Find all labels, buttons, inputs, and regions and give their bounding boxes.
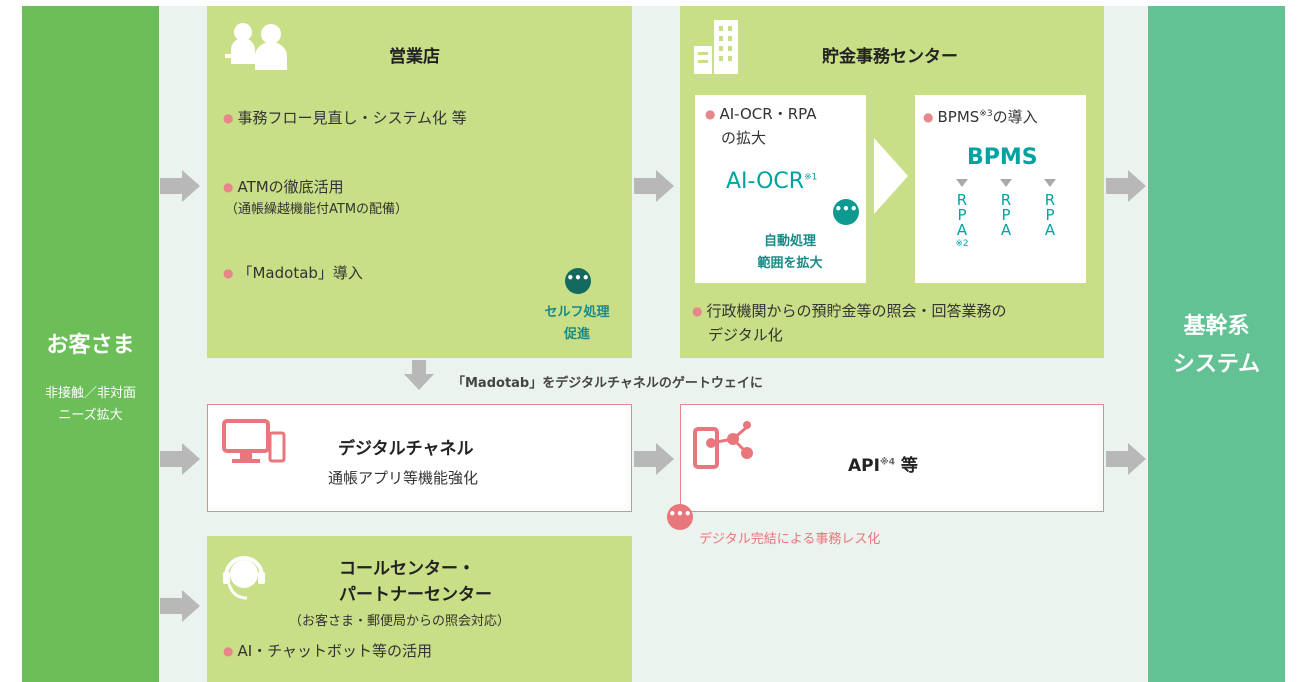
chat-bubble-icon: ••• <box>565 268 591 294</box>
branch-item-3: ●「Madotab」導入 <box>223 264 363 282</box>
chat-bubble-icon: ••• <box>667 504 693 530</box>
savings-center-panel: 貯金事務センター ●AI-OCR・RPA の拡大 AI-OCR※1 ••• 自動… <box>680 6 1104 358</box>
bullet-dot-icon: ● <box>692 304 703 318</box>
api-network-icon <box>693 421 753 469</box>
rpa-column-3: R P A <box>1040 179 1060 238</box>
digital-channel-panel: デジタルチャネル 通帳アプリ等機能強化 <box>207 404 632 512</box>
bullet-dot-icon: ● <box>223 111 234 125</box>
bullet-dot-icon: ● <box>923 110 934 124</box>
core-title-line1: 基幹系 <box>1183 314 1250 339</box>
headset-operator-icon <box>223 556 265 600</box>
arrow-right-icon <box>160 590 200 622</box>
bullet-dot-icon: ● <box>705 107 716 121</box>
customer-column: お客さま 非接触／非対面 ニーズ拡大 <box>22 6 159 682</box>
arrow-right-icon <box>1106 170 1146 202</box>
savings-center-title: 貯金事務センター <box>822 47 958 67</box>
bullet-dot-icon: ● <box>223 180 234 194</box>
ai-ocr-box: ●AI-OCR・RPA の拡大 AI-OCR※1 ••• 自動処理 範囲を拡大 <box>695 95 866 283</box>
savings-bottom-line1: ●行政機関からの預貯金等の照会・回答業務の <box>692 302 1007 320</box>
arrow-right-icon <box>634 443 674 475</box>
arrow-right-icon <box>634 170 674 202</box>
office-building-icon <box>694 20 738 74</box>
chevron-right-icon <box>874 138 908 214</box>
branch-item-2: ●ATMの徹底活用 <box>223 178 344 196</box>
chat-bubble-icon: ••• <box>833 199 859 225</box>
branch-item-1: ●事務フロー見直し・システム化 等 <box>223 109 467 127</box>
arrow-right-icon <box>160 443 200 475</box>
arrow-right-icon <box>160 170 200 202</box>
arrow-down-icon <box>404 360 434 390</box>
arrow-right-icon <box>1106 443 1146 475</box>
branch-atm-note: （通帳繰越機能付ATMの配備） <box>225 202 409 217</box>
gateway-label: 「Madotab」をデジタルチャネルのゲートウェイに <box>452 376 763 391</box>
self-service-label: セルフ処理 促進 <box>544 305 610 342</box>
call-center-title-line1: コールセンター・ <box>339 559 475 579</box>
bullet-dot-icon: ● <box>223 644 234 658</box>
customer-subtitle-line1: 非接触／非対面 <box>44 386 136 401</box>
monitor-phone-icon <box>222 419 286 463</box>
bpms-box: ●BPMS※3の導入 BPMS R P A ※2 R P A R P A <box>915 95 1086 283</box>
arrow-down-icon <box>956 179 968 187</box>
call-center-panel: コールセンター・ パートナーセンター （お客さま・郵便局からの照会対応） ●AI… <box>207 536 632 682</box>
savings-bottom-line2: デジタル化 <box>708 326 783 344</box>
call-center-item: ●AI・チャットボット等の活用 <box>223 642 433 660</box>
people-at-desk-icon <box>225 23 287 70</box>
customer-title: お客さま <box>46 333 135 358</box>
arrow-down-icon <box>1044 179 1056 187</box>
api-caption: デジタル完結による事務レス化 <box>699 532 881 547</box>
branch-panel: 営業店 ●事務フロー見直し・システム化 等 ●ATMの徹底活用 （通帳繰越機能付… <box>207 6 632 358</box>
core-system-column: 基幹系 システム <box>1148 6 1285 682</box>
call-center-subtitle: （お客さま・郵便局からの照会対応） <box>289 614 511 629</box>
rpa-column-1: R P A ※2 <box>952 179 972 250</box>
customer-subtitle-line2: ニーズ拡大 <box>58 408 123 423</box>
digital-channel-subtitle: 通帳アプリ等機能強化 <box>328 469 479 487</box>
api-panel: API※4 等 <box>680 404 1104 512</box>
arrow-down-icon <box>1000 179 1012 187</box>
ocr-item-line1: ●AI-OCR・RPA <box>705 105 817 123</box>
core-title-line2: システム <box>1172 352 1261 377</box>
bpms-label: BPMS <box>967 145 1038 170</box>
branch-title: 営業店 <box>389 47 440 67</box>
ai-ocr-label: AI-OCR※1 <box>726 169 818 194</box>
ocr-item-line2: の拡大 <box>721 129 767 147</box>
call-center-title-line2: パートナーセンター <box>339 585 492 605</box>
bullet-dot-icon: ● <box>223 266 234 280</box>
api-label: API※4 等 <box>848 456 918 476</box>
bpms-item: ●BPMS※3の導入 <box>923 108 1038 126</box>
rpa-column-2: R P A <box>996 179 1016 238</box>
auto-process-label: 自動処理 範囲を拡大 <box>757 234 823 271</box>
digital-channel-title: デジタルチャネル <box>338 439 474 459</box>
